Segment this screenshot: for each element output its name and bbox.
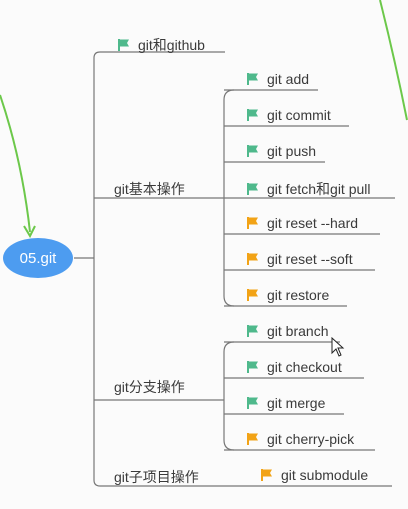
mouse-cursor-icon bbox=[331, 337, 345, 357]
branch-label: git基本操作 bbox=[114, 181, 185, 197]
basic-item-underlines bbox=[224, 89, 395, 307]
root-node[interactable]: 05.git bbox=[3, 238, 73, 278]
flag-green-icon bbox=[247, 397, 258, 409]
node-label: git push bbox=[267, 143, 317, 159]
outgoing-arrow-line bbox=[379, 0, 408, 121]
branch-label: git分支操作 bbox=[114, 379, 185, 395]
branch-git-basic-ops[interactable]: git基本操作 bbox=[114, 179, 185, 199]
flag-orange-icon bbox=[247, 253, 258, 265]
flag-green-icon bbox=[247, 183, 258, 195]
node-label: git checkout bbox=[267, 359, 342, 375]
flag-orange-icon bbox=[247, 433, 258, 445]
flag-green-icon bbox=[118, 39, 129, 51]
node-label: git commit bbox=[267, 107, 331, 123]
flag-green-icon bbox=[247, 325, 258, 337]
node-git-branch[interactable]: git branch bbox=[246, 323, 328, 339]
node-git-merge[interactable]: git merge bbox=[246, 395, 325, 411]
node-label: git restore bbox=[267, 287, 330, 303]
node-label: git reset --hard bbox=[267, 215, 359, 231]
flag-orange-icon bbox=[261, 469, 272, 481]
node-git-add[interactable]: git add bbox=[246, 71, 309, 87]
branch-git-branch-ops[interactable]: git分支操作 bbox=[114, 377, 185, 397]
node-label: git fetch和git pull bbox=[267, 181, 371, 197]
branch-ops-item-underlines bbox=[224, 341, 375, 451]
flag-green-icon bbox=[247, 145, 258, 157]
branch-ops-bracket bbox=[223, 341, 235, 451]
node-git-fetch-pull[interactable]: git fetch和git pull bbox=[246, 179, 371, 199]
trunk-line bbox=[93, 51, 101, 487]
branch-label: git子项目操作 bbox=[114, 469, 199, 485]
branch-git-submodule-ops[interactable]: git子项目操作 bbox=[114, 467, 199, 487]
node-label: git add bbox=[267, 71, 310, 87]
node-git-commit[interactable]: git commit bbox=[246, 107, 331, 123]
node-label: git submodule bbox=[281, 467, 369, 483]
node-git-submodule[interactable]: git submodule bbox=[260, 467, 368, 483]
flag-green-icon bbox=[247, 361, 258, 373]
node-git-push[interactable]: git push bbox=[246, 143, 316, 159]
node-git-github[interactable]: git和github bbox=[117, 35, 205, 55]
incoming-arrow-head bbox=[23, 225, 36, 239]
node-label: git reset --soft bbox=[267, 251, 353, 267]
flag-orange-icon bbox=[247, 217, 258, 229]
node-label: git和github bbox=[138, 37, 205, 53]
node-label: git merge bbox=[267, 395, 326, 411]
incoming-arrow-line bbox=[0, 94, 31, 233]
node-git-cherry-pick[interactable]: git cherry-pick bbox=[246, 431, 354, 447]
root-node-label: 05.git bbox=[19, 249, 57, 267]
node-git-reset-hard[interactable]: git reset --hard bbox=[246, 215, 358, 231]
node-label: git branch bbox=[267, 323, 329, 339]
node-git-checkout[interactable]: git checkout bbox=[246, 359, 342, 375]
node-git-restore[interactable]: git restore bbox=[246, 287, 329, 303]
flag-orange-icon bbox=[247, 289, 258, 301]
flag-green-icon bbox=[247, 73, 258, 85]
flag-green-icon bbox=[247, 109, 258, 121]
node-git-reset-soft[interactable]: git reset --soft bbox=[246, 251, 353, 267]
node-label: git cherry-pick bbox=[267, 431, 355, 447]
